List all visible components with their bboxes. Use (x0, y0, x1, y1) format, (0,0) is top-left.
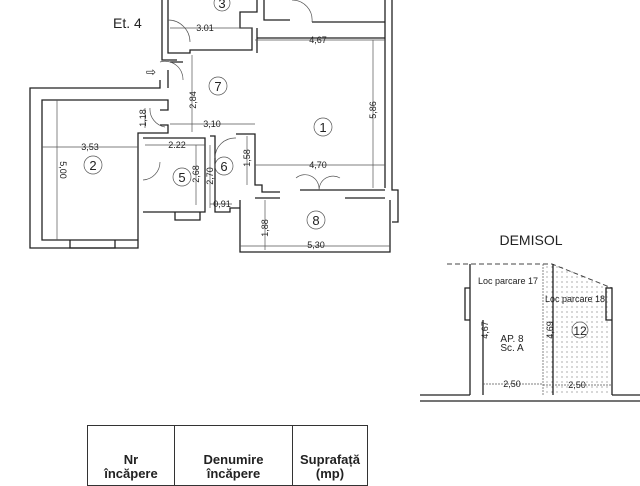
dim-label: 1,58 (242, 149, 252, 167)
apartment-label: AP. 8 (500, 334, 524, 345)
room-number-12: 12 (573, 324, 587, 338)
header-text: Denumire (203, 452, 264, 467)
header-text: încăpere (206, 466, 261, 481)
header-text: (mp) (315, 466, 345, 481)
room-number-6: 6 (220, 159, 227, 174)
basement-title: DEMISOL (499, 232, 562, 248)
stair-label: Sc. A (500, 343, 524, 354)
basement-plan: DEMISOL Loc parcare 17 Loc parcare 18 4,… (420, 232, 640, 402)
dim-label: 3,53 (81, 142, 99, 152)
header-text: încăpere (104, 466, 158, 481)
room-number-5: 5 (178, 170, 185, 185)
dim-label: 1,18 (138, 109, 148, 127)
floor-label: Et. 4 (113, 15, 142, 31)
dim-label: 5,00 (58, 161, 68, 179)
dim-label: 5,30 (307, 240, 325, 250)
dim-label: 4,67 (480, 321, 490, 339)
header-area: Suprafață(mp) (292, 425, 368, 486)
dim-label: 5,86 (368, 101, 378, 119)
dim-label: 2,50 (503, 379, 521, 389)
dim-label: 0,91 (213, 199, 231, 209)
dim-label: 4,70 (309, 160, 327, 170)
dimension-lines (42, 27, 390, 250)
dim-label: 2.22 (168, 140, 186, 150)
walls (29, 0, 399, 253)
entrance-arrow-icon: ⇨ (146, 65, 156, 79)
dim-label: 2,70 (205, 167, 215, 185)
dim-label: 1,88 (260, 219, 270, 237)
parking-spot-18-label: Loc parcare 18 (545, 294, 605, 304)
dimension-labels: 3.01 4,67 2,84 1,18 3,10 5,86 3,53 2.22 … (58, 23, 378, 250)
dim-label: 3,10 (203, 119, 221, 129)
dim-label: 4,67 (309, 35, 327, 45)
room-number-2: 2 (89, 158, 96, 173)
header-text: Suprafață (300, 452, 360, 467)
dim-label: 3.01 (196, 23, 214, 33)
room-number-8: 8 (312, 213, 319, 228)
room-number-1: 1 (319, 120, 326, 135)
dim-label: 2,50 (568, 380, 586, 390)
room-number-7: 7 (214, 79, 221, 94)
room-number-3: 3 (218, 0, 225, 11)
parking-spot-17-label: Loc parcare 17 (478, 276, 538, 286)
dim-label: 2,84 (188, 91, 198, 109)
room-markers: 3 7 1 2 5 6 8 (83, 0, 333, 230)
dim-label: 2,68 (191, 165, 201, 183)
dim-label: 4,69 (545, 321, 555, 339)
header-text: Nr (123, 452, 139, 467)
